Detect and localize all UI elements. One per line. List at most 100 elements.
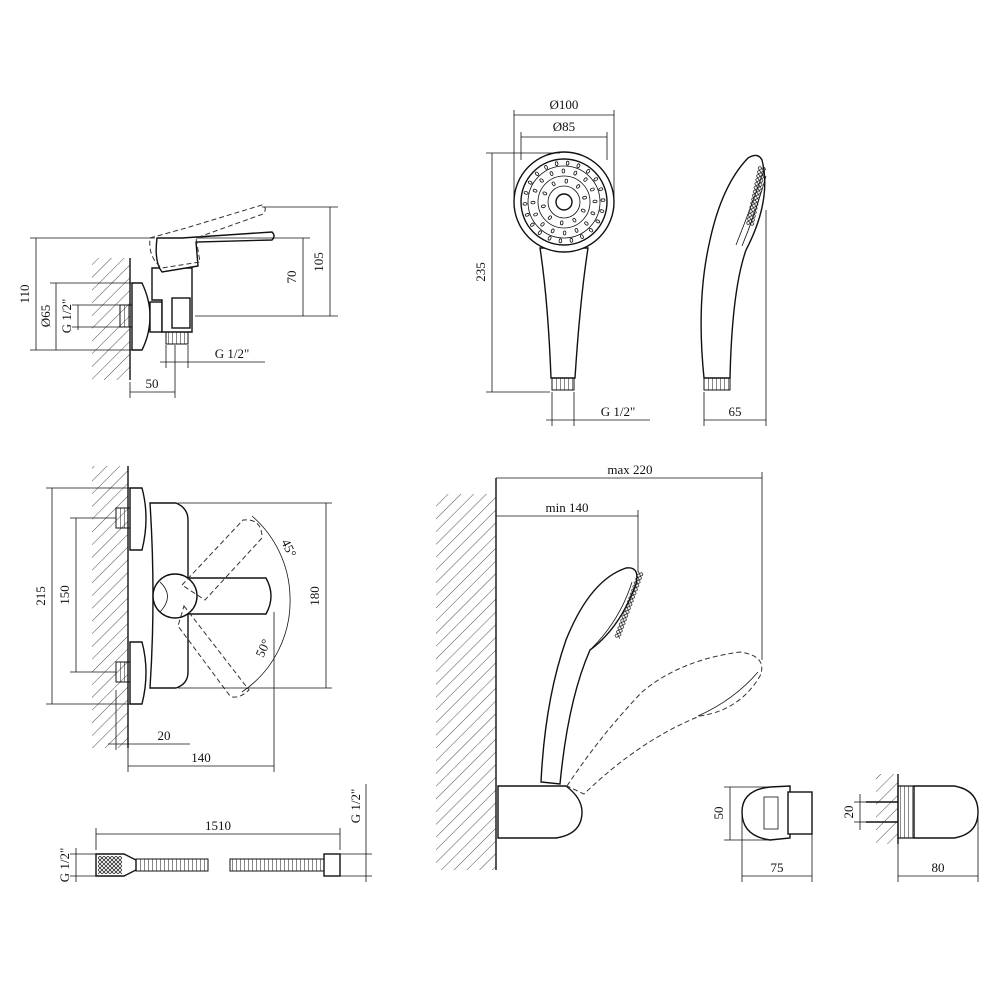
dim-inlet-thread: G 1/2" [59, 299, 74, 334]
hose-view: 1510 G 1/2" G 1/2" [57, 784, 372, 882]
spray-nozzle [527, 180, 533, 185]
dim-hose-left-thread: G 1/2" [57, 848, 72, 883]
spray-nozzle [530, 200, 536, 205]
spray-nozzle [561, 168, 566, 174]
dim-length: 235 [473, 262, 488, 282]
dim-hose-length: 1510 [205, 818, 231, 833]
spray-center [555, 193, 573, 211]
dim-face-dia: Ø85 [553, 119, 575, 134]
spray-nozzle [541, 204, 546, 209]
spray-nozzle [537, 230, 542, 235]
spray-nozzle [600, 198, 606, 202]
dim-shower-thread: G 1/2" [601, 404, 636, 419]
hose-end-nut [323, 853, 341, 877]
dim-projection: 50 [146, 376, 159, 391]
spray-nozzle [539, 178, 544, 183]
dim-body-width: 180 [307, 586, 322, 606]
outlet-thread [165, 331, 189, 345]
spray-nozzles [522, 160, 606, 244]
flange [131, 282, 151, 351]
cartridge-cap [152, 573, 198, 619]
dim-outer-dia: Ø100 [550, 97, 579, 112]
lever [155, 231, 275, 273]
flange-upper [129, 487, 147, 551]
lever-rotated-50 [177, 604, 250, 698]
dim-shower-depth: 65 [729, 404, 742, 419]
spray-nozzle [558, 238, 563, 244]
spray-nozzle [550, 228, 555, 234]
spray-nozzle [590, 187, 595, 192]
spray-nozzle [584, 221, 589, 226]
spray-nozzle [576, 163, 581, 169]
spray-nozzle [572, 217, 577, 223]
spray-nozzle [530, 222, 535, 227]
shower-handle [539, 247, 589, 379]
lever-top [177, 577, 272, 615]
shower-head-face [520, 158, 608, 246]
dim-max-reach: max 220 [607, 462, 652, 477]
shower-in-holder [540, 567, 638, 785]
shower-max-position [566, 651, 763, 795]
holder-front-body [741, 785, 791, 841]
spray-nozzle [592, 199, 598, 204]
spray-nozzle [523, 191, 529, 195]
dim-top-depth: 140 [191, 750, 211, 765]
holder-assembly-view: max 220 min 140 [436, 462, 763, 870]
hose-segment-right [229, 858, 325, 872]
dim-min-reach: min 140 [546, 500, 589, 515]
wall-hatch-holder [436, 494, 496, 870]
spray-nozzle [542, 191, 548, 196]
dim-flange-dia: Ø65 [38, 305, 53, 327]
spray-nozzle [573, 170, 578, 176]
lever-open-position [149, 204, 266, 269]
spray-nozzle [574, 228, 579, 233]
dim-total-width: 215 [33, 586, 48, 606]
spray-nozzle [595, 219, 601, 224]
spray-nozzle [533, 212, 538, 217]
spray-nozzle [588, 228, 594, 233]
spray-nozzle [582, 195, 587, 200]
spray-nozzle [522, 202, 528, 206]
dim-holder-height: 50 [711, 807, 726, 820]
dim-hose-right-thread: G 1/2" [348, 789, 363, 824]
dim-holder-depth: 80 [932, 860, 945, 875]
hose-segment-left [135, 858, 209, 872]
spray-nozzle [532, 188, 538, 193]
dim-holder-spacing: 20 [841, 806, 856, 819]
mixer-side-view: 110 Ø65 G 1/2" 50 G 1/2" 70 105 [17, 204, 338, 398]
spray-nozzle [598, 187, 604, 191]
spray-nozzle [554, 161, 559, 167]
spray-nozzle [593, 177, 598, 182]
dim-angle-down: 50° [252, 637, 273, 660]
dim-holder-width: 75 [771, 860, 784, 875]
holder-side-cap [913, 785, 979, 839]
shower-side-thread [703, 377, 731, 391]
spray-nozzle [586, 169, 591, 174]
spray-nozzle [547, 215, 552, 220]
spray-nozzle [580, 234, 584, 239]
spray-nozzle [562, 230, 567, 236]
dim-eccentric: 20 [158, 728, 171, 743]
inlet-thread [119, 304, 133, 328]
spray-nozzle [569, 237, 574, 243]
spray-nozzle [551, 181, 556, 187]
wall-hatch-small [876, 774, 898, 844]
holder-front-view: 50 75 [711, 785, 813, 882]
dim-body-height: 70 [284, 271, 299, 284]
dim-angle-up: 45° [278, 537, 299, 560]
hand-shower-front-view: Ø100 Ø85 235 G 1/2" [473, 97, 650, 426]
dim-total-height: 110 [17, 284, 32, 303]
spray-nozzle [524, 213, 530, 217]
shower-side-face [745, 165, 767, 227]
mixer-top-view: 45° 50° 215 150 180 20 140 [33, 466, 332, 772]
dim-lever-height: 105 [311, 252, 326, 272]
wall-holder [497, 785, 583, 839]
shower-thread [551, 377, 575, 391]
spray-nozzle [549, 171, 554, 176]
spray-nozzle [559, 220, 564, 226]
spray-nozzle [590, 211, 596, 216]
holder-side-view: 20 80 [841, 774, 979, 882]
spray-nozzle [599, 209, 605, 213]
hose-nut-knurl [98, 856, 122, 874]
